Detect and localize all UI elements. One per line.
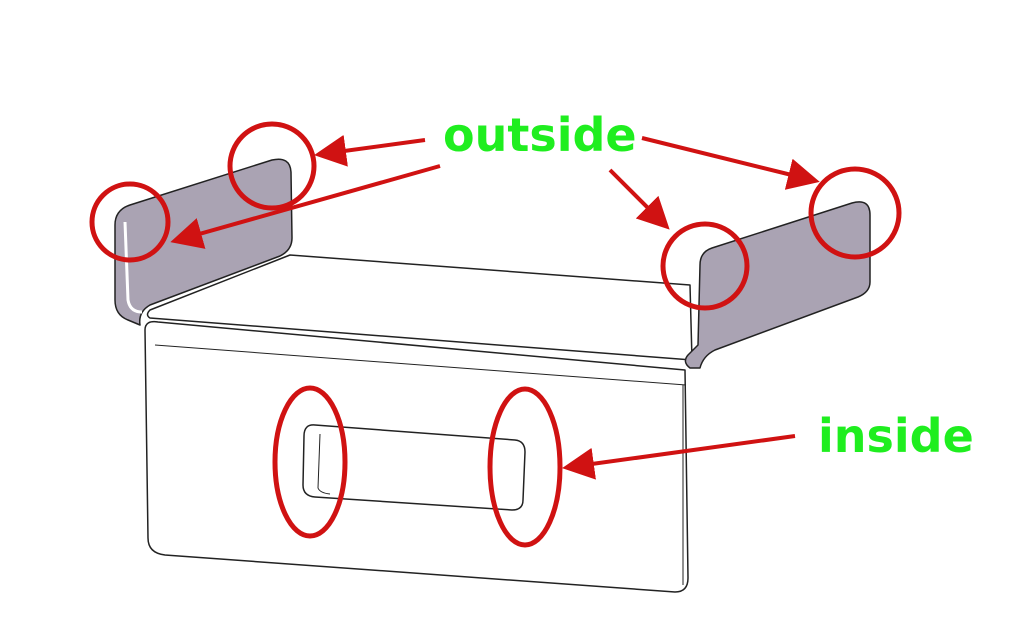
slot bbox=[302, 424, 526, 511]
outside-marker-circle bbox=[89, 181, 171, 263]
inside-marker-ellipse bbox=[487, 386, 563, 548]
arrow bbox=[608, 168, 670, 230]
annotations bbox=[89, 121, 902, 548]
arrow bbox=[641, 136, 820, 190]
top-plate bbox=[146, 254, 693, 361]
arrow bbox=[562, 434, 796, 480]
arrow bbox=[170, 164, 441, 249]
outside-marker-circle bbox=[227, 121, 317, 211]
outside-marker-circle bbox=[808, 166, 902, 260]
inside-marker-ellipse bbox=[272, 385, 348, 539]
arrow bbox=[314, 134, 426, 167]
bracket-part bbox=[114, 158, 871, 593]
outside-label: outside bbox=[443, 108, 637, 162]
inside-label: inside bbox=[818, 409, 974, 463]
outside-marker-circle bbox=[660, 221, 750, 311]
